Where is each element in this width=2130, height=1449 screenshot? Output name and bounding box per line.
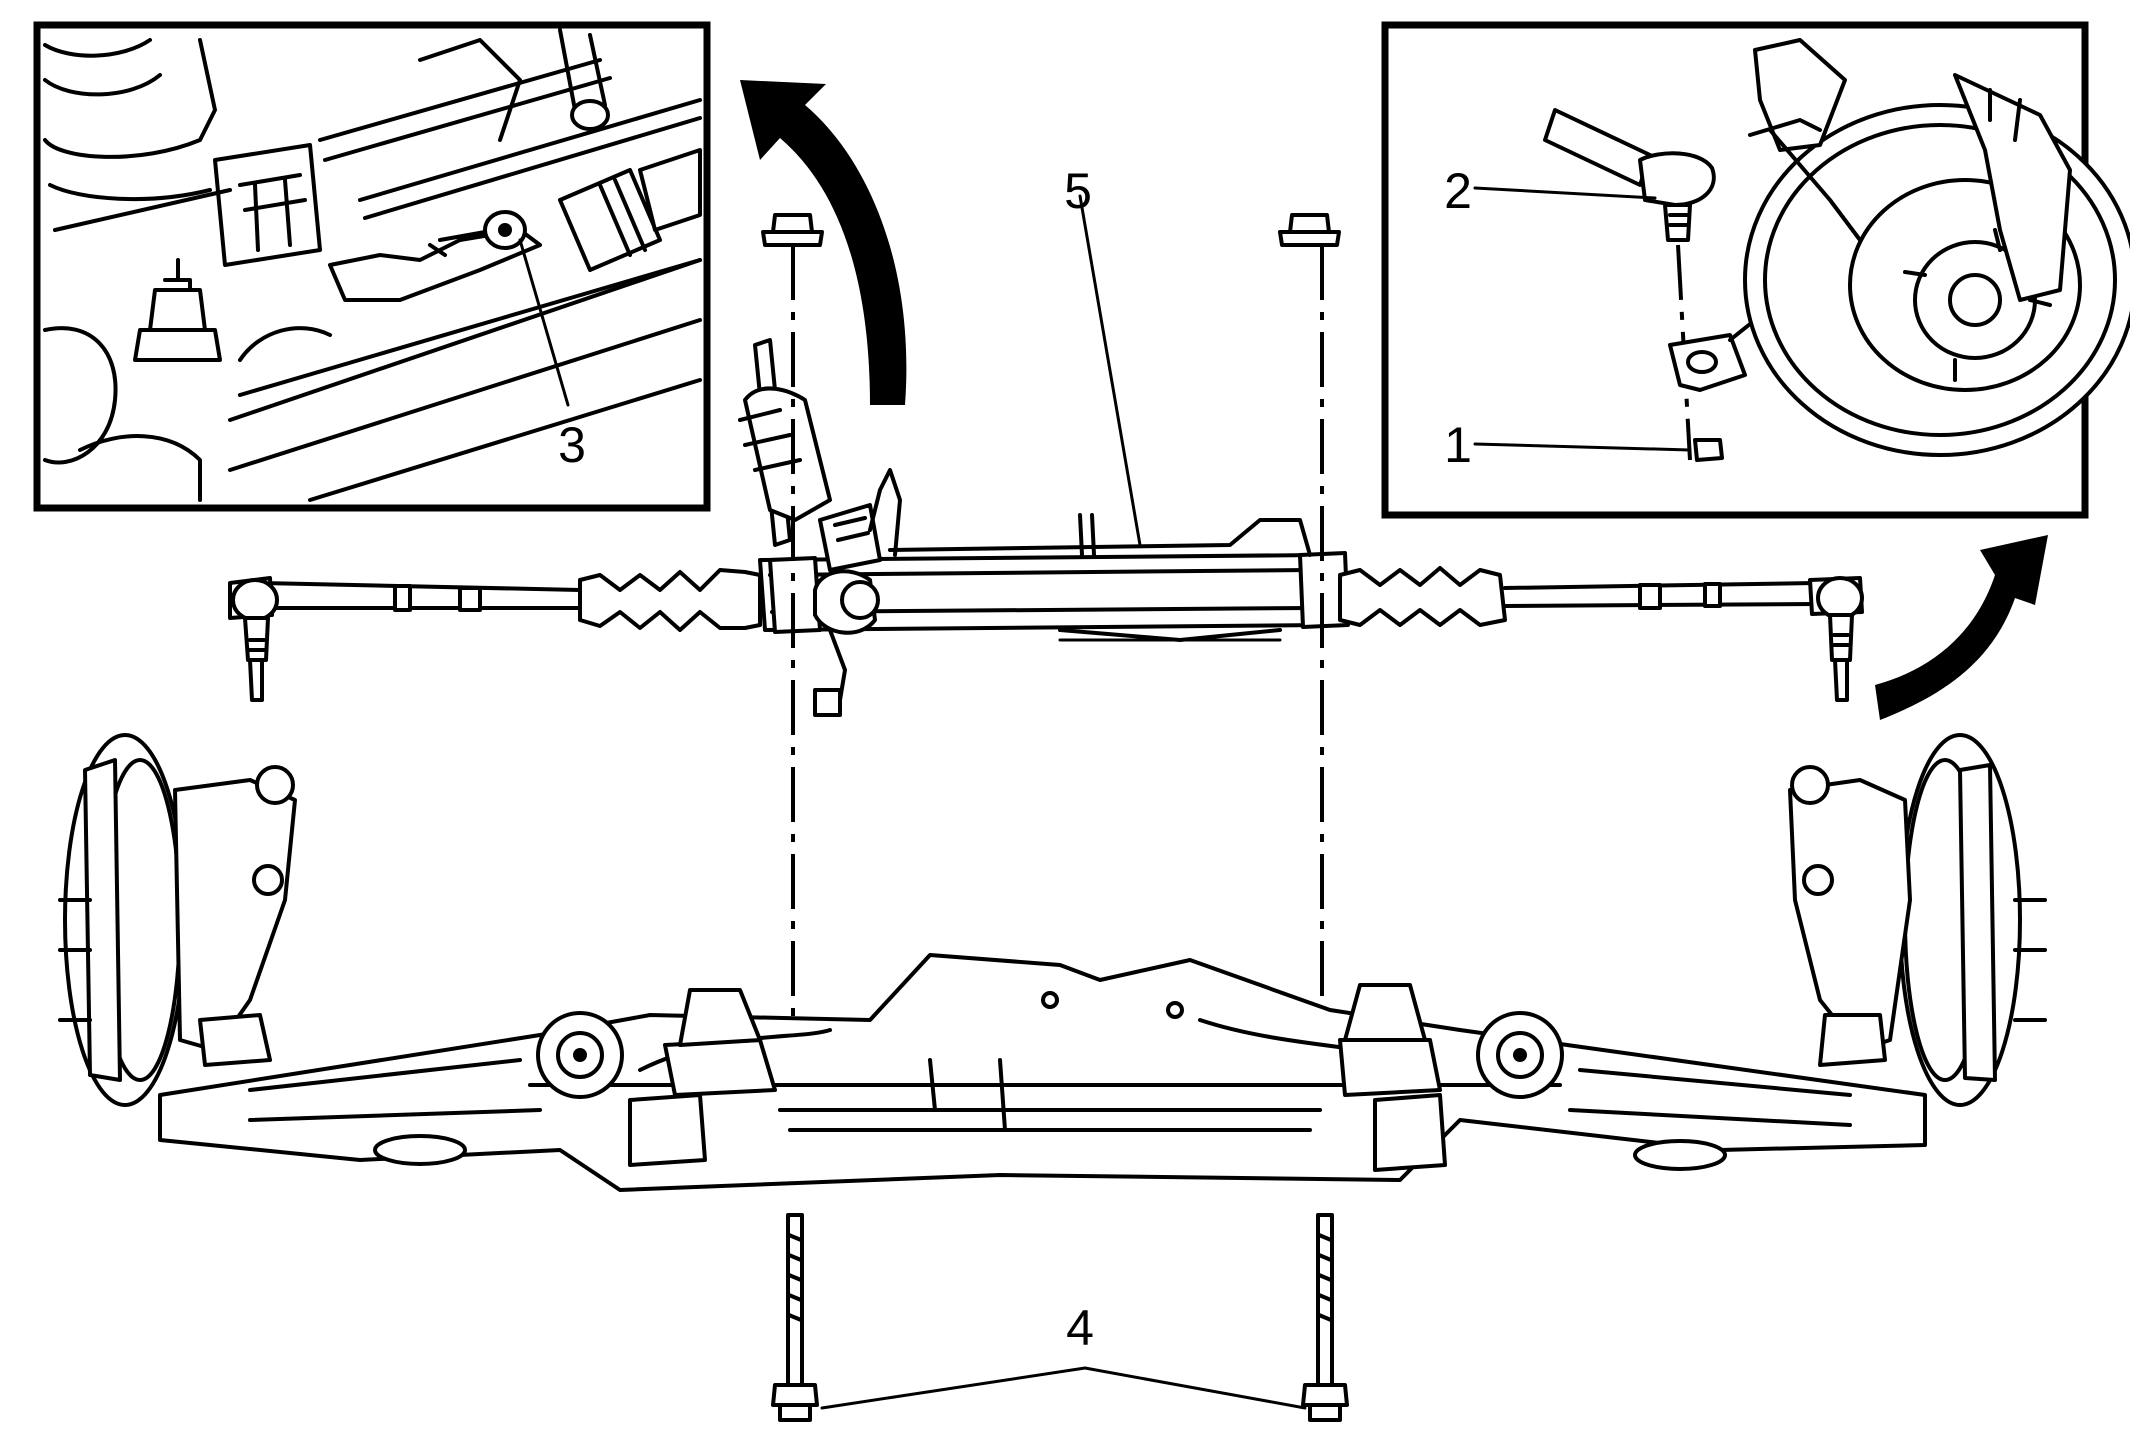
callout-1-label: 1 bbox=[1444, 417, 1472, 473]
left-inset-linework bbox=[43, 28, 702, 502]
callout-5-label: 5 bbox=[1064, 163, 1092, 219]
callout-2-leader bbox=[1473, 186, 1657, 200]
callout-4-leader-left bbox=[820, 1366, 1087, 1410]
callout-3-leader bbox=[518, 238, 570, 407]
left-detail-inset: 3 bbox=[33, 21, 711, 512]
right-rotation-arrow bbox=[1875, 535, 2048, 720]
callout-5-leader bbox=[1078, 194, 1142, 547]
steering-gear-assembly bbox=[228, 338, 1864, 717]
lower-mount-bolt-right bbox=[1301, 1213, 1349, 1422]
callout-3-label: 3 bbox=[558, 417, 586, 473]
right-detail-inset: 2 1 bbox=[1381, 21, 2130, 519]
callout-2-label: 2 bbox=[1444, 163, 1472, 219]
front-subframe bbox=[58, 733, 2047, 1192]
upper-mount-bolt-left bbox=[761, 213, 824, 247]
callout-4-label: 4 bbox=[1066, 1300, 1094, 1356]
left-rotation-arrow bbox=[740, 80, 907, 405]
callout-1-leader bbox=[1473, 442, 1692, 452]
callout-4-leader-right bbox=[1083, 1366, 1307, 1410]
lower-mount-bolt-left bbox=[771, 1213, 819, 1422]
right-inset-linework bbox=[1543, 38, 2130, 462]
upper-mount-bolt-right bbox=[1278, 213, 1341, 247]
